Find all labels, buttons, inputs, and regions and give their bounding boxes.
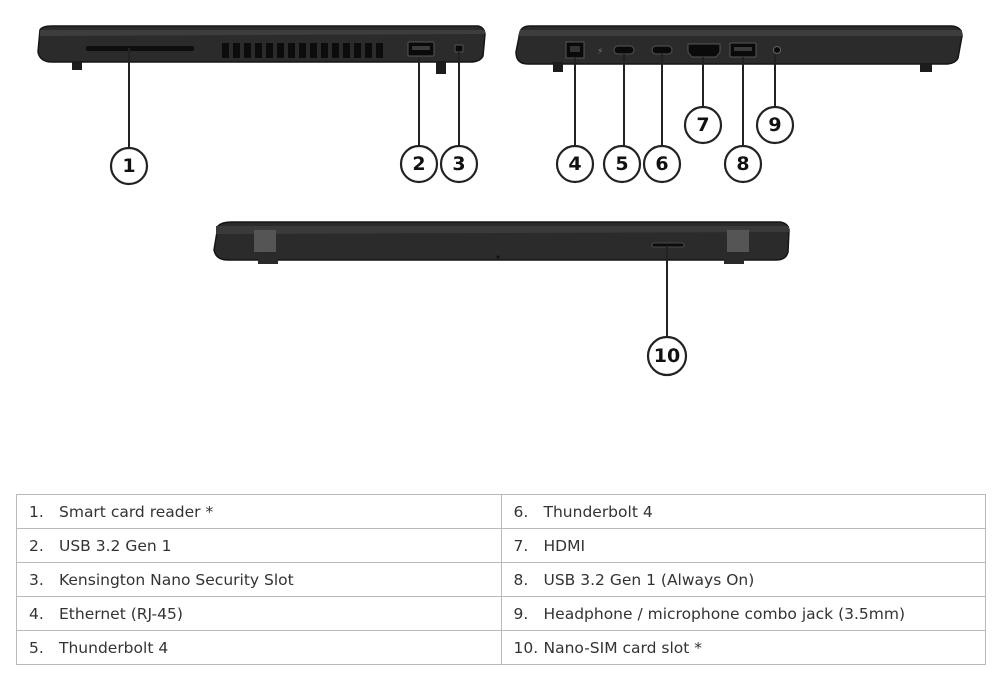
callout-2-label: 2 — [412, 153, 425, 175]
table-row: 1. Smart card reader * 6. Thunderbolt 4 — [16, 494, 986, 529]
callout-4: 4 — [555, 144, 595, 184]
callout-10: 10 — [646, 335, 688, 377]
legend-label: Thunderbolt 4 — [543, 502, 653, 521]
legend-number: 10. — [513, 638, 539, 657]
callout-5-label: 5 — [615, 153, 628, 175]
table-row: 2. USB 3.2 Gen 1 7. HDMI — [16, 528, 986, 563]
legend-label: Kensington Nano Security Slot — [59, 570, 294, 589]
callout-4-label: 4 — [568, 153, 581, 175]
callout-9: 9 — [755, 105, 795, 145]
legend-number: 7. — [513, 536, 529, 555]
legend-cell: 2. USB 3.2 Gen 1 — [16, 528, 502, 563]
legend-number: 8. — [513, 570, 529, 589]
callout-3-label: 3 — [452, 153, 465, 175]
legend-label: Smart card reader * — [59, 502, 214, 521]
left-hinge — [254, 230, 276, 252]
legend-label: Headphone / microphone combo jack (3.5mm… — [543, 604, 906, 623]
table-row: 5. Thunderbolt 4 10.Nano-SIM card slot * — [16, 630, 986, 665]
legend-cell: 7. HDMI — [500, 528, 986, 563]
hdmi-port — [687, 43, 721, 58]
vent-grille — [222, 43, 383, 58]
legend-label: HDMI — [543, 536, 586, 555]
callout-1-label: 1 — [122, 155, 135, 177]
callout-8-label: 8 — [736, 153, 749, 175]
table-row: 4. Ethernet (RJ-45) 9. Headphone / microph… — [16, 596, 986, 631]
callout-9-label: 9 — [768, 114, 781, 136]
laptop-left-side-view — [37, 25, 486, 74]
callout-7-label: 7 — [696, 114, 709, 136]
kensington-slot — [454, 44, 464, 53]
callout-6-label: 6 — [655, 153, 668, 175]
legend-number: 4. — [29, 604, 44, 623]
port-legend-table: 1. Smart card reader * 6. Thunderbolt 4 2.… — [16, 494, 986, 665]
legend-label: Thunderbolt 4 — [59, 638, 169, 657]
legend-cell: 10.Nano-SIM card slot * — [500, 630, 986, 665]
legend-cell: 8. USB 3.2 Gen 1 (Always On) — [500, 562, 986, 597]
audio-jack — [773, 46, 781, 54]
legend-number: 1. — [29, 502, 44, 521]
port-diagram: ⚡ 1 2 3 4 — [37, 25, 963, 377]
thunderbolt-port-2 — [651, 45, 673, 55]
legend-label: Ethernet (RJ-45) — [59, 604, 183, 623]
legend-label: USB 3.2 Gen 1 (Always On) — [543, 570, 755, 589]
table-row: 3. Kensington Nano Security Slot 8. USB 3.… — [16, 562, 986, 597]
callout-5: 5 — [602, 144, 642, 184]
smart-card-reader-slot — [86, 46, 194, 51]
callout-1: 1 — [109, 146, 149, 186]
legend-number: 5. — [29, 638, 44, 657]
laptop-right-side-view: ⚡ — [515, 25, 963, 72]
legend-cell: 9. Headphone / microphone combo jack (3.5… — [500, 596, 986, 631]
legend-cell: 5. Thunderbolt 4 — [16, 630, 502, 665]
thunderbolt-port-1 — [613, 45, 635, 55]
legend-cell: 3. Kensington Nano Security Slot — [16, 562, 502, 597]
right-hinge — [727, 230, 749, 252]
legend-number: 6. — [513, 502, 529, 521]
callout-10-label: 10 — [654, 345, 680, 367]
svg-text:⚡: ⚡ — [597, 47, 603, 57]
legend-number: 3. — [29, 570, 44, 589]
legend-label: USB 3.2 Gen 1 — [59, 536, 172, 555]
callout-6: 6 — [642, 144, 682, 184]
legend-cell: 6. Thunderbolt 4 — [500, 494, 986, 529]
legend-number: 9. — [513, 604, 529, 623]
callout-3: 3 — [439, 144, 479, 184]
legend-cell: 4. Ethernet (RJ-45) — [16, 596, 502, 631]
callout-8: 8 — [723, 144, 763, 184]
callout-7: 7 — [683, 105, 723, 145]
callout-2: 2 — [399, 144, 439, 184]
laptop-rear-view — [213, 221, 790, 264]
legend-cell: 1. Smart card reader * — [16, 494, 502, 529]
nano-sim-slot — [651, 242, 685, 248]
legend-number: 2. — [29, 536, 44, 555]
legend-label: Nano-SIM card slot * — [543, 638, 703, 657]
